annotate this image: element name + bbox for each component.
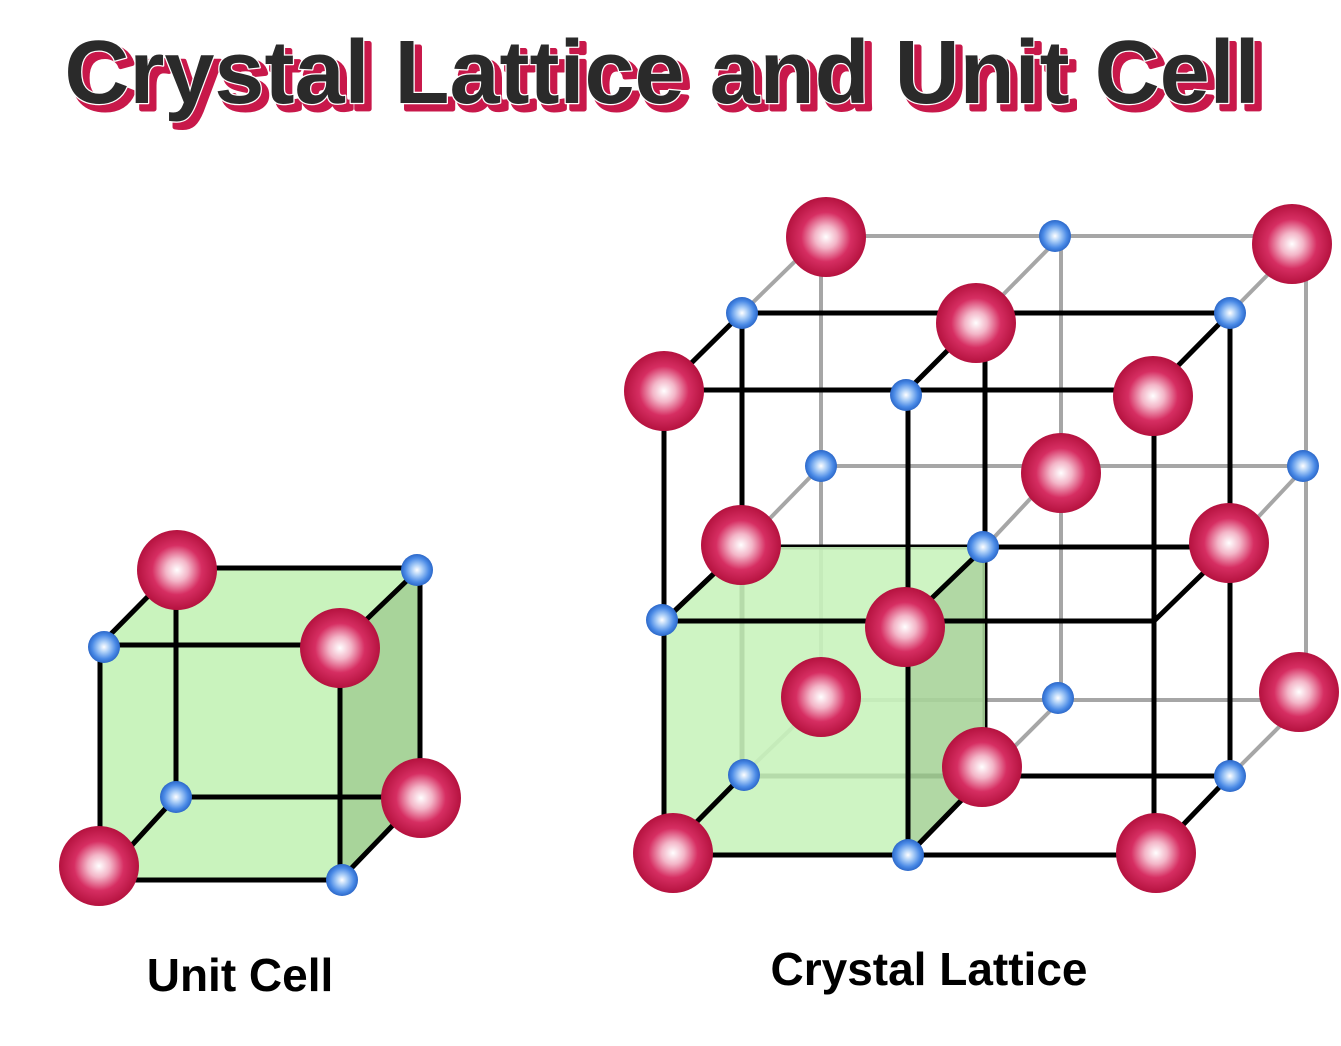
small-atom xyxy=(646,604,678,636)
large-atom xyxy=(300,608,380,688)
large-atom xyxy=(1021,433,1101,513)
large-atom xyxy=(1113,356,1193,436)
small-atom xyxy=(88,631,120,663)
large-atom xyxy=(624,351,704,431)
small-atom xyxy=(967,531,999,563)
large-atom xyxy=(1259,652,1339,732)
page-title: Crystal Lattice and Unit Cell xyxy=(64,23,1259,123)
unit-cell-diagram xyxy=(59,530,461,906)
large-atom xyxy=(936,283,1016,363)
small-atom xyxy=(728,759,760,791)
small-atom xyxy=(1214,760,1246,792)
large-atom xyxy=(137,530,217,610)
large-atom xyxy=(381,758,461,838)
large-atom xyxy=(59,826,139,906)
large-atom xyxy=(633,813,713,893)
lattice-atoms xyxy=(624,197,1339,893)
unit-cell-front-face xyxy=(100,645,340,880)
crystal-lattice-label: Crystal Lattice xyxy=(770,943,1087,995)
large-atom xyxy=(1116,813,1196,893)
title-shadow: Crystal Lattice and Unit Cell xyxy=(70,29,1265,129)
unit-cell-label: Unit Cell xyxy=(147,949,334,1001)
small-atom xyxy=(890,379,922,411)
small-atom xyxy=(892,839,924,871)
small-atom xyxy=(1039,220,1071,252)
small-atom xyxy=(805,450,837,482)
large-atom xyxy=(701,505,781,585)
small-atom xyxy=(726,297,758,329)
large-atom xyxy=(865,587,945,667)
unit-cell-atoms xyxy=(59,530,461,906)
small-atom xyxy=(160,781,192,813)
small-atom xyxy=(1214,297,1246,329)
small-atom xyxy=(326,864,358,896)
large-atom xyxy=(1189,503,1269,583)
small-atom xyxy=(1287,450,1319,482)
title-group: Crystal Lattice and Unit Cell Crystal La… xyxy=(63,22,1268,132)
small-atom xyxy=(1042,682,1074,714)
large-atom xyxy=(1252,204,1332,284)
large-atom xyxy=(786,197,866,277)
large-atom xyxy=(942,727,1022,807)
small-atom xyxy=(401,554,433,586)
large-atom xyxy=(781,657,861,737)
crystal-lattice-diagram xyxy=(624,197,1339,893)
